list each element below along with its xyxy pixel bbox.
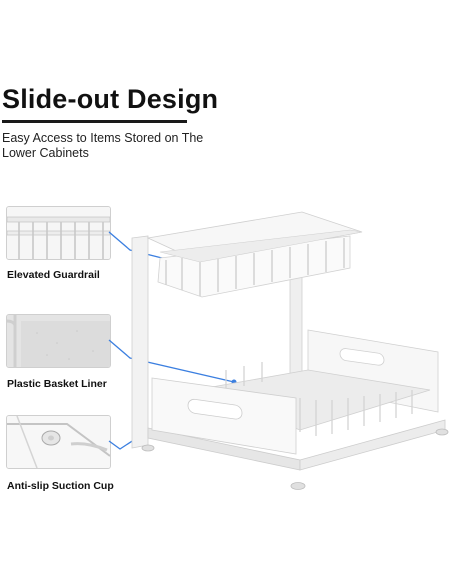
suction-cup-closeup-photo [6,415,111,469]
feature-label-suction-cup: Anti-slip Suction Cup [7,480,114,492]
title-underline [2,120,187,123]
page-subtitle: Easy Access to Items Stored on The Lower… [2,131,204,160]
feature-label-liner: Plastic Basket Liner [7,378,107,390]
feature-label-guardrail: Elevated Guardrail [7,269,100,281]
callout-lines [108,231,237,450]
page-title: Slide-out Design [2,84,219,114]
guardrail-closeup-photo [6,206,111,260]
basket-liner-closeup-photo [6,314,111,368]
